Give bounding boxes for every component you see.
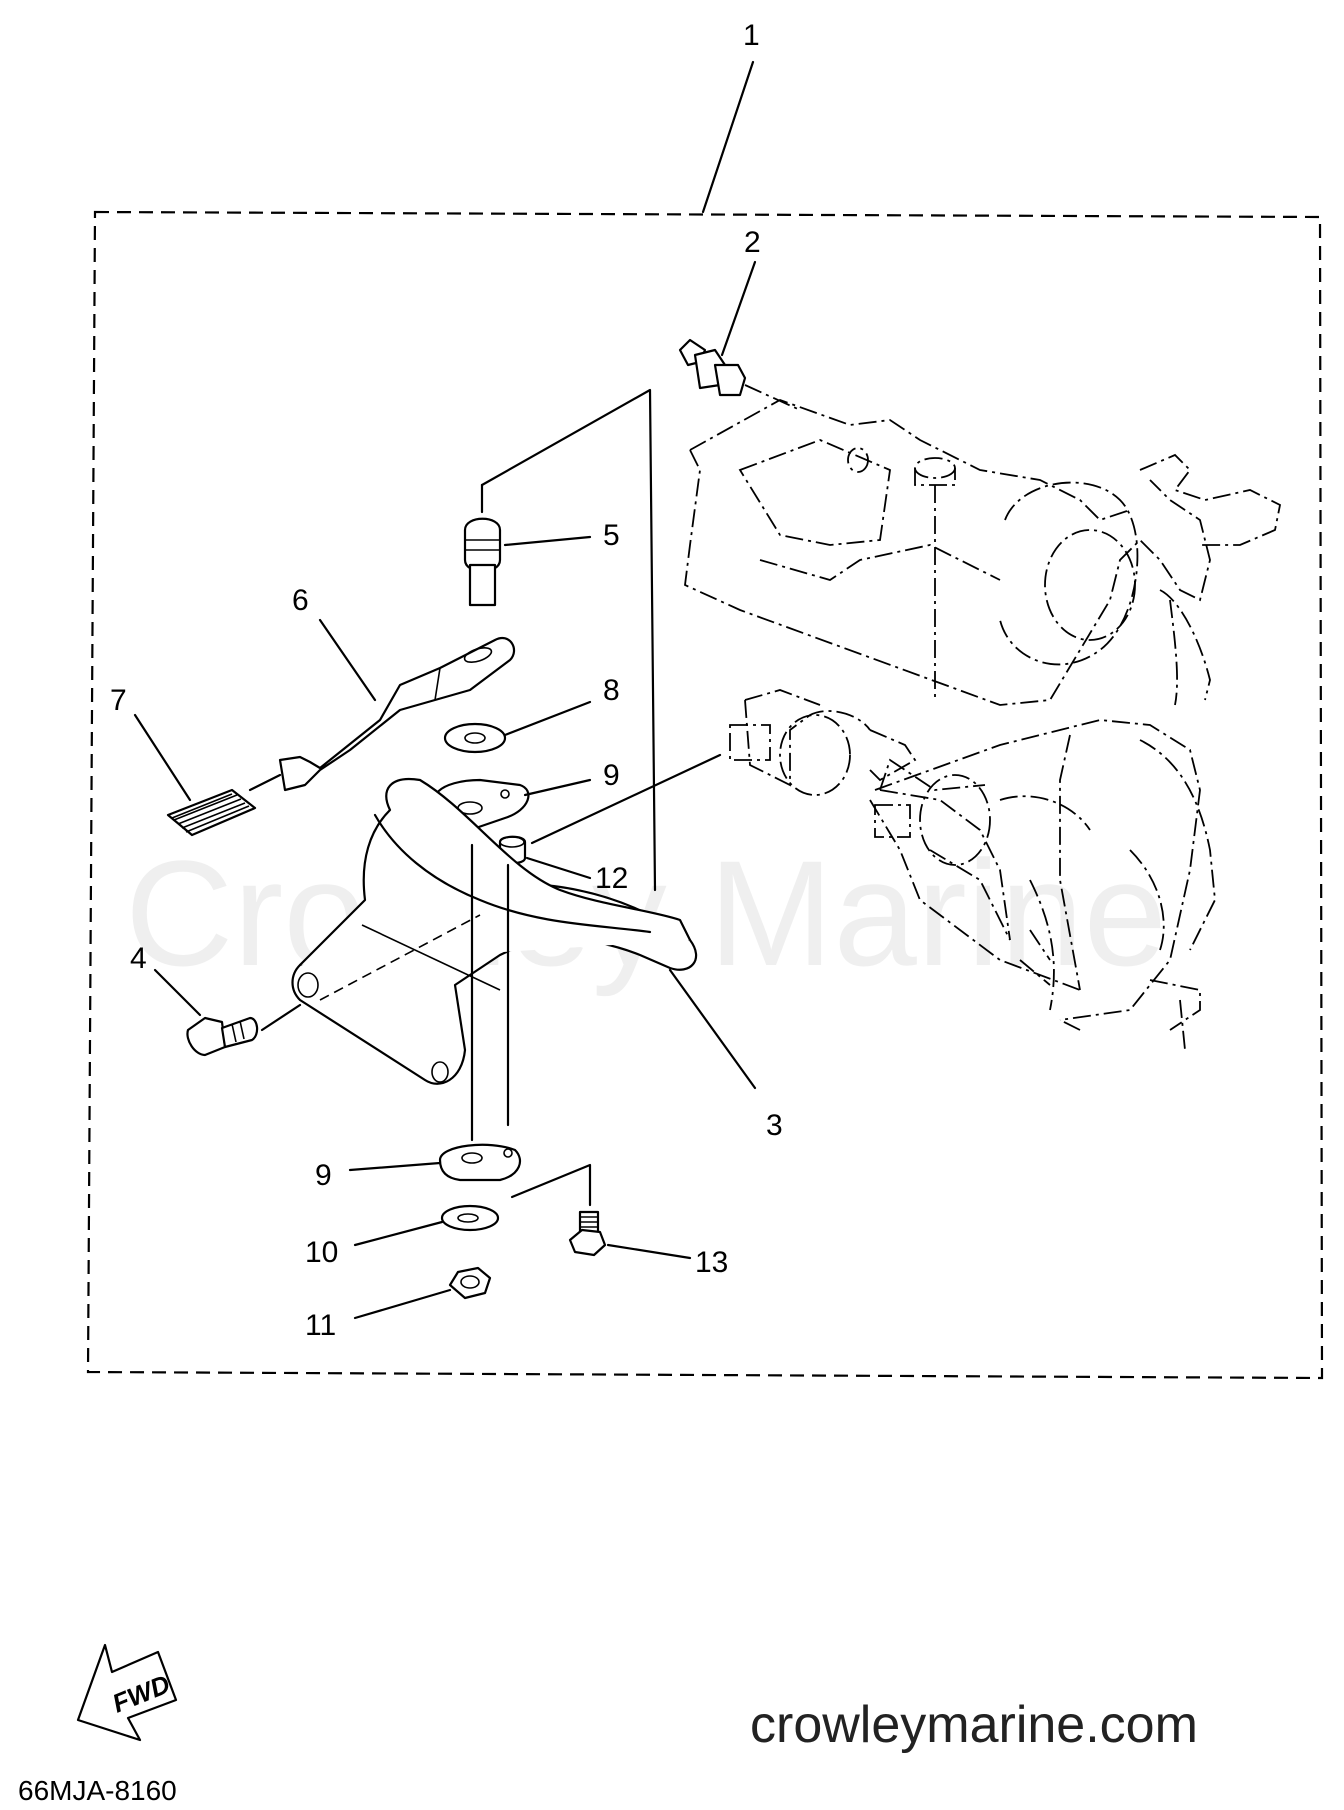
callout-6: 6	[292, 584, 309, 617]
leader-1	[701, 60, 755, 214]
part-10-washer	[353, 1204, 500, 1247]
part-2-grease-nipple	[678, 260, 801, 411]
callout-10: 10	[305, 1236, 338, 1269]
part-8-washer	[443, 700, 592, 754]
callout-3: 3	[766, 1109, 783, 1142]
part-13-bolt	[568, 1210, 692, 1260]
callout-2: 2	[744, 226, 761, 259]
callout-7: 7	[110, 684, 127, 717]
callout-1: 1	[743, 19, 760, 52]
callout-11: 11	[305, 1309, 336, 1342]
part-7-grip	[133, 713, 282, 837]
part-3-bracket	[291, 777, 757, 1090]
part-11-nut	[353, 1266, 492, 1320]
callout-9-lower: 9	[315, 1159, 332, 1192]
fwd-label: FWD	[108, 1669, 174, 1719]
assembly-lines	[470, 843, 510, 1142]
mount-bracket-outline	[684, 399, 1282, 1051]
part-6-lever	[278, 618, 516, 792]
part-9-lower-washer	[348, 1143, 592, 1207]
callout-5: 5	[603, 519, 620, 552]
callout-12: 12	[595, 862, 628, 895]
fwd-arrow-icon: FWD	[76, 1643, 178, 1742]
callout-4: 4	[130, 942, 147, 975]
site-url: crowleymarine.com	[750, 1696, 1198, 1754]
callout-9-upper: 9	[603, 759, 620, 792]
assembly-boundary	[86, 210, 1324, 1380]
part-4-bolt	[153, 968, 302, 1057]
part-5-pin	[463, 388, 657, 892]
diagram-code: 66MJA-8160	[18, 1775, 177, 1806]
callout-labels: 1 2 3 4 5 6 7 8 9 9 10 11 12 13	[110, 19, 783, 1342]
callout-13: 13	[695, 1246, 728, 1279]
callout-8: 8	[603, 674, 620, 707]
